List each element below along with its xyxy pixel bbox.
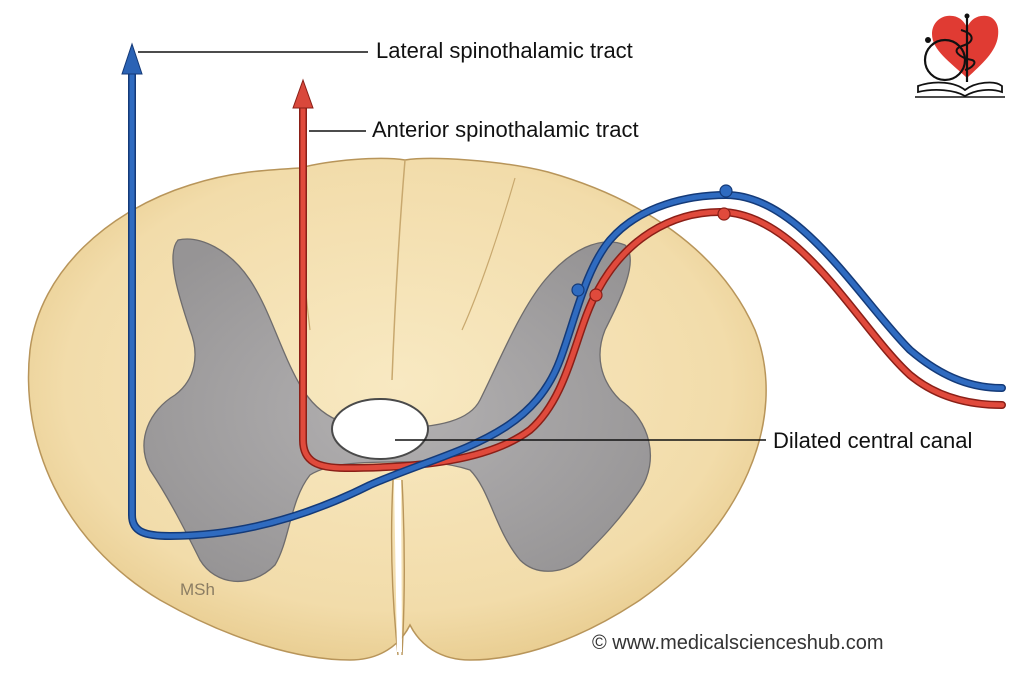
lateral-tract-cell-body-root <box>719 184 733 198</box>
posterior-intermediate-septum-right <box>461 177 516 331</box>
caduceus-heart-book-logo <box>915 13 1005 98</box>
copyright-notice: © www.medicalscienceshub.com <box>592 632 884 654</box>
anterior-tract-path-inner <box>300 97 1005 471</box>
logo-heart <box>932 15 999 79</box>
central-canal <box>331 398 429 460</box>
anterior-tract-arrowhead <box>292 78 314 109</box>
lateral-spinothalamic-tract-label: Lateral spinothalamic tract <box>376 38 633 63</box>
lateral-tract-arrowhead <box>121 42 143 75</box>
anterior-tract-synapse <box>589 288 603 302</box>
logo-book <box>917 81 1003 98</box>
dilated-central-canal-label: Dilated central canal <box>773 428 973 453</box>
lateral-tract-synapse <box>571 283 585 297</box>
lateral-tract-path-inner <box>129 67 1005 539</box>
anterior-median-fissure <box>390 479 405 656</box>
anterior-fissure-gap <box>394 480 402 652</box>
logo-stethoscope-ring <box>923 38 967 82</box>
artist-initials: MSh <box>180 580 215 599</box>
posterior-septum <box>391 159 406 381</box>
anterior-tract-cell-body-root <box>717 207 731 221</box>
anterior-spinothalamic-tract-label: Anterior spinothalamic tract <box>372 117 639 142</box>
